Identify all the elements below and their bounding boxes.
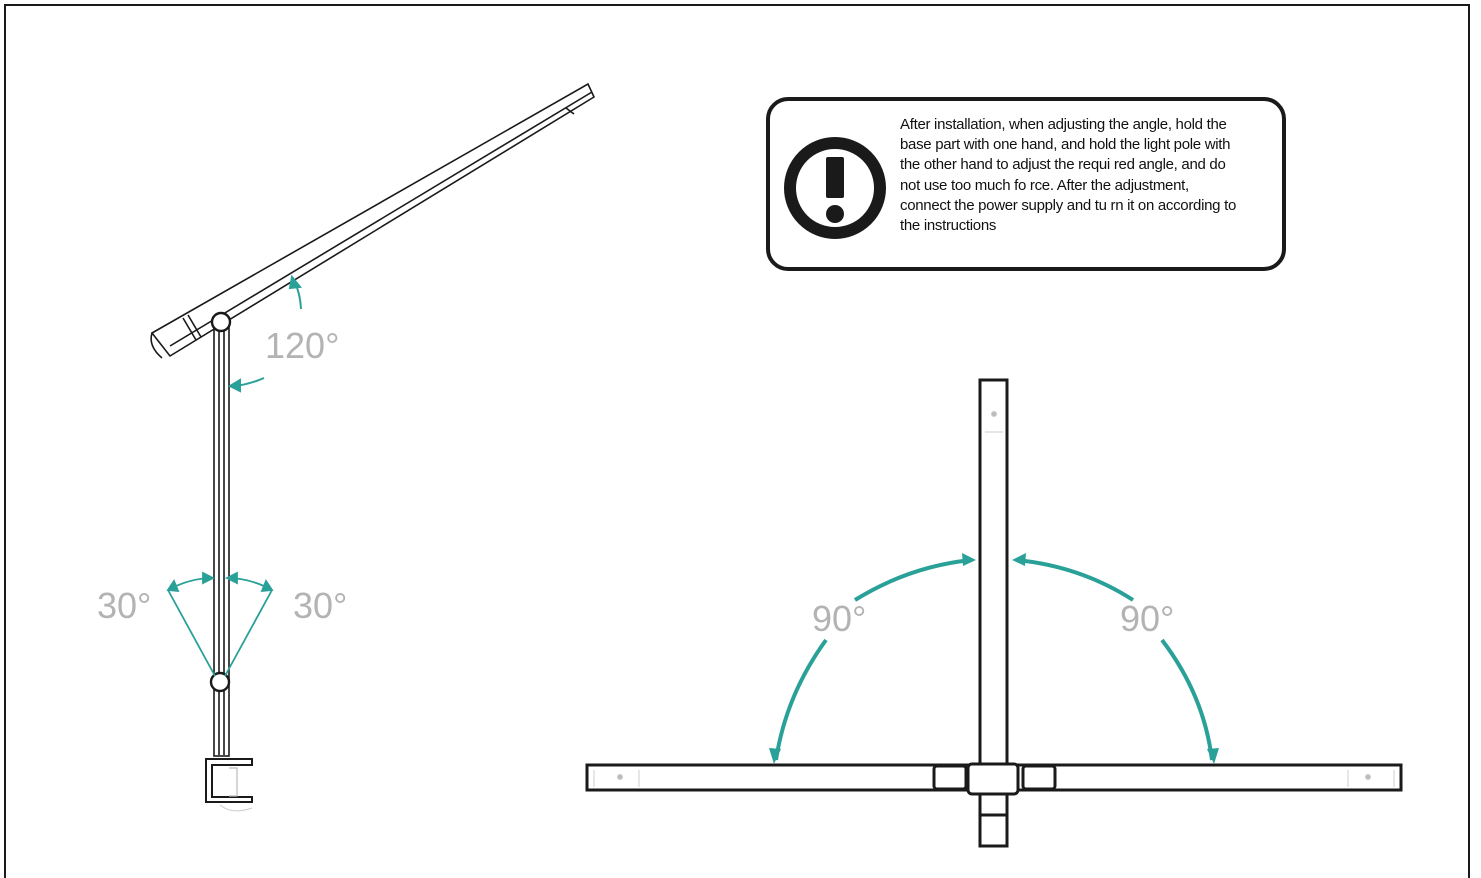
- base-rotation-arcs: [774, 558, 1214, 761]
- notice-box: After installation, when adjusting the a…: [766, 97, 1286, 271]
- head-angle-arrows: [227, 274, 302, 393]
- base-detail-marks: [593, 411, 1395, 787]
- pole-tilt-wedges: [166, 571, 274, 677]
- lamp-head-arm: [150, 82, 596, 359]
- lower-joint: [209, 671, 231, 693]
- exclamation-icon: [784, 137, 886, 239]
- base-rotation-arrowheads: [769, 553, 1219, 764]
- upper-joint: [210, 311, 232, 333]
- head-angle-label: 120°: [265, 325, 340, 366]
- desk-clamp: [205, 758, 253, 812]
- base-left-angle-label: 90°: [812, 598, 867, 639]
- pole-left-angle-label: 30°: [97, 585, 152, 626]
- notice-text: After installation, when adjusting the a…: [900, 116, 1236, 235]
- pole-right-angle-label: 30°: [293, 585, 348, 626]
- base-right-angle-label: 90°: [1120, 598, 1175, 639]
- base-feet: [585, 378, 1403, 848]
- page-border: [4, 4, 1470, 878]
